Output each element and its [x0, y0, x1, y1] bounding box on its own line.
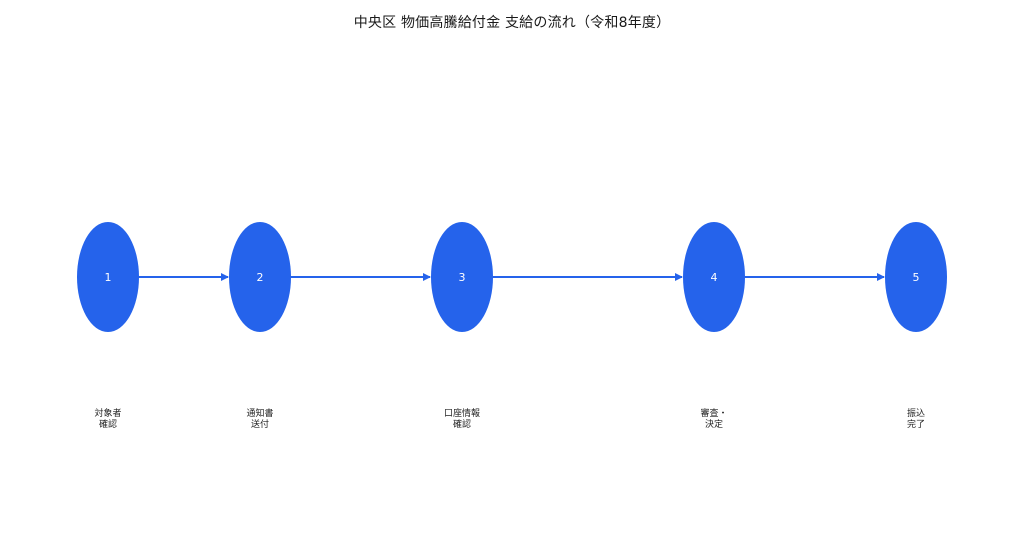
step-label-1: 対象者 確認: [48, 409, 168, 431]
step-node-1: 1: [77, 222, 139, 332]
step-number: 3: [459, 271, 466, 284]
step-node-5: 5: [885, 222, 947, 332]
step-label-4: 審査・ 決定: [654, 409, 774, 431]
step-node-2: 2: [229, 222, 291, 332]
step-label-line: 完了: [906, 420, 925, 430]
step-label-5: 振込 完了: [856, 409, 976, 431]
step-number: 1: [105, 271, 112, 284]
step-node-shape: [229, 222, 291, 332]
step-number: 4: [711, 271, 718, 284]
diagram-title: 中央区 物価高騰給付金 支給の流れ（令和8年度）: [353, 15, 671, 31]
step-node-shape: [885, 222, 947, 332]
step-label-2: 通知書 送付: [200, 409, 320, 431]
step-node-3: 3: [431, 222, 493, 332]
step-label-line: 確認: [452, 420, 471, 430]
step-node-4: 4: [683, 222, 745, 332]
step-label-3: 口座情報 確認: [402, 409, 522, 431]
step-node-shape: [431, 222, 493, 332]
step-label-line: 対象者: [94, 409, 122, 419]
step-label-line: 送付: [250, 420, 269, 430]
step-node-shape: [77, 222, 139, 332]
step-label-line: 審査・: [700, 409, 728, 419]
step-label-line: 振込: [906, 409, 925, 419]
step-number: 2: [257, 271, 264, 284]
step-label-line: 口座情報: [443, 409, 480, 419]
step-node-shape: [683, 222, 745, 332]
step-label-line: 確認: [98, 420, 117, 430]
step-label-line: 決定: [704, 420, 723, 430]
step-label-line: 通知書: [246, 409, 274, 419]
step-number: 5: [913, 271, 920, 284]
